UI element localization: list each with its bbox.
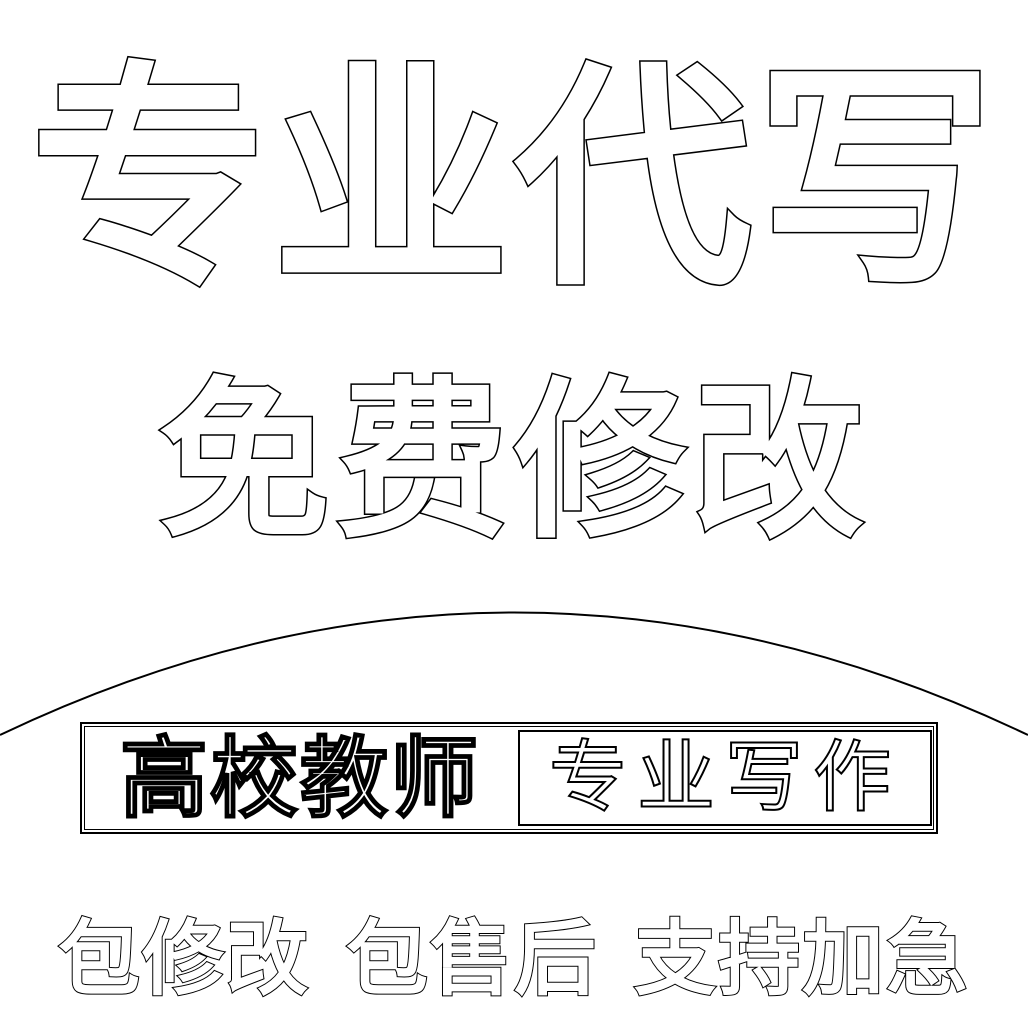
decorative-arc — [0, 611, 1028, 736]
headline: 专业代写 — [29, 42, 998, 319]
footer-item-revision: 包修改 — [57, 911, 310, 1007]
footer-item-aftersales: 包售后 — [345, 911, 598, 1007]
footer-item-urgent: 支持加急 — [633, 911, 971, 1007]
banner-left-label: 高校教师 — [119, 726, 480, 830]
banner-right-label: 专业写作 — [518, 730, 932, 826]
footer-tagline: 包修改 包售后 支持加急 — [0, 911, 1028, 1007]
banner: 高校教师 专业写作 — [80, 722, 938, 834]
subline: 免费修改 — [157, 361, 870, 562]
